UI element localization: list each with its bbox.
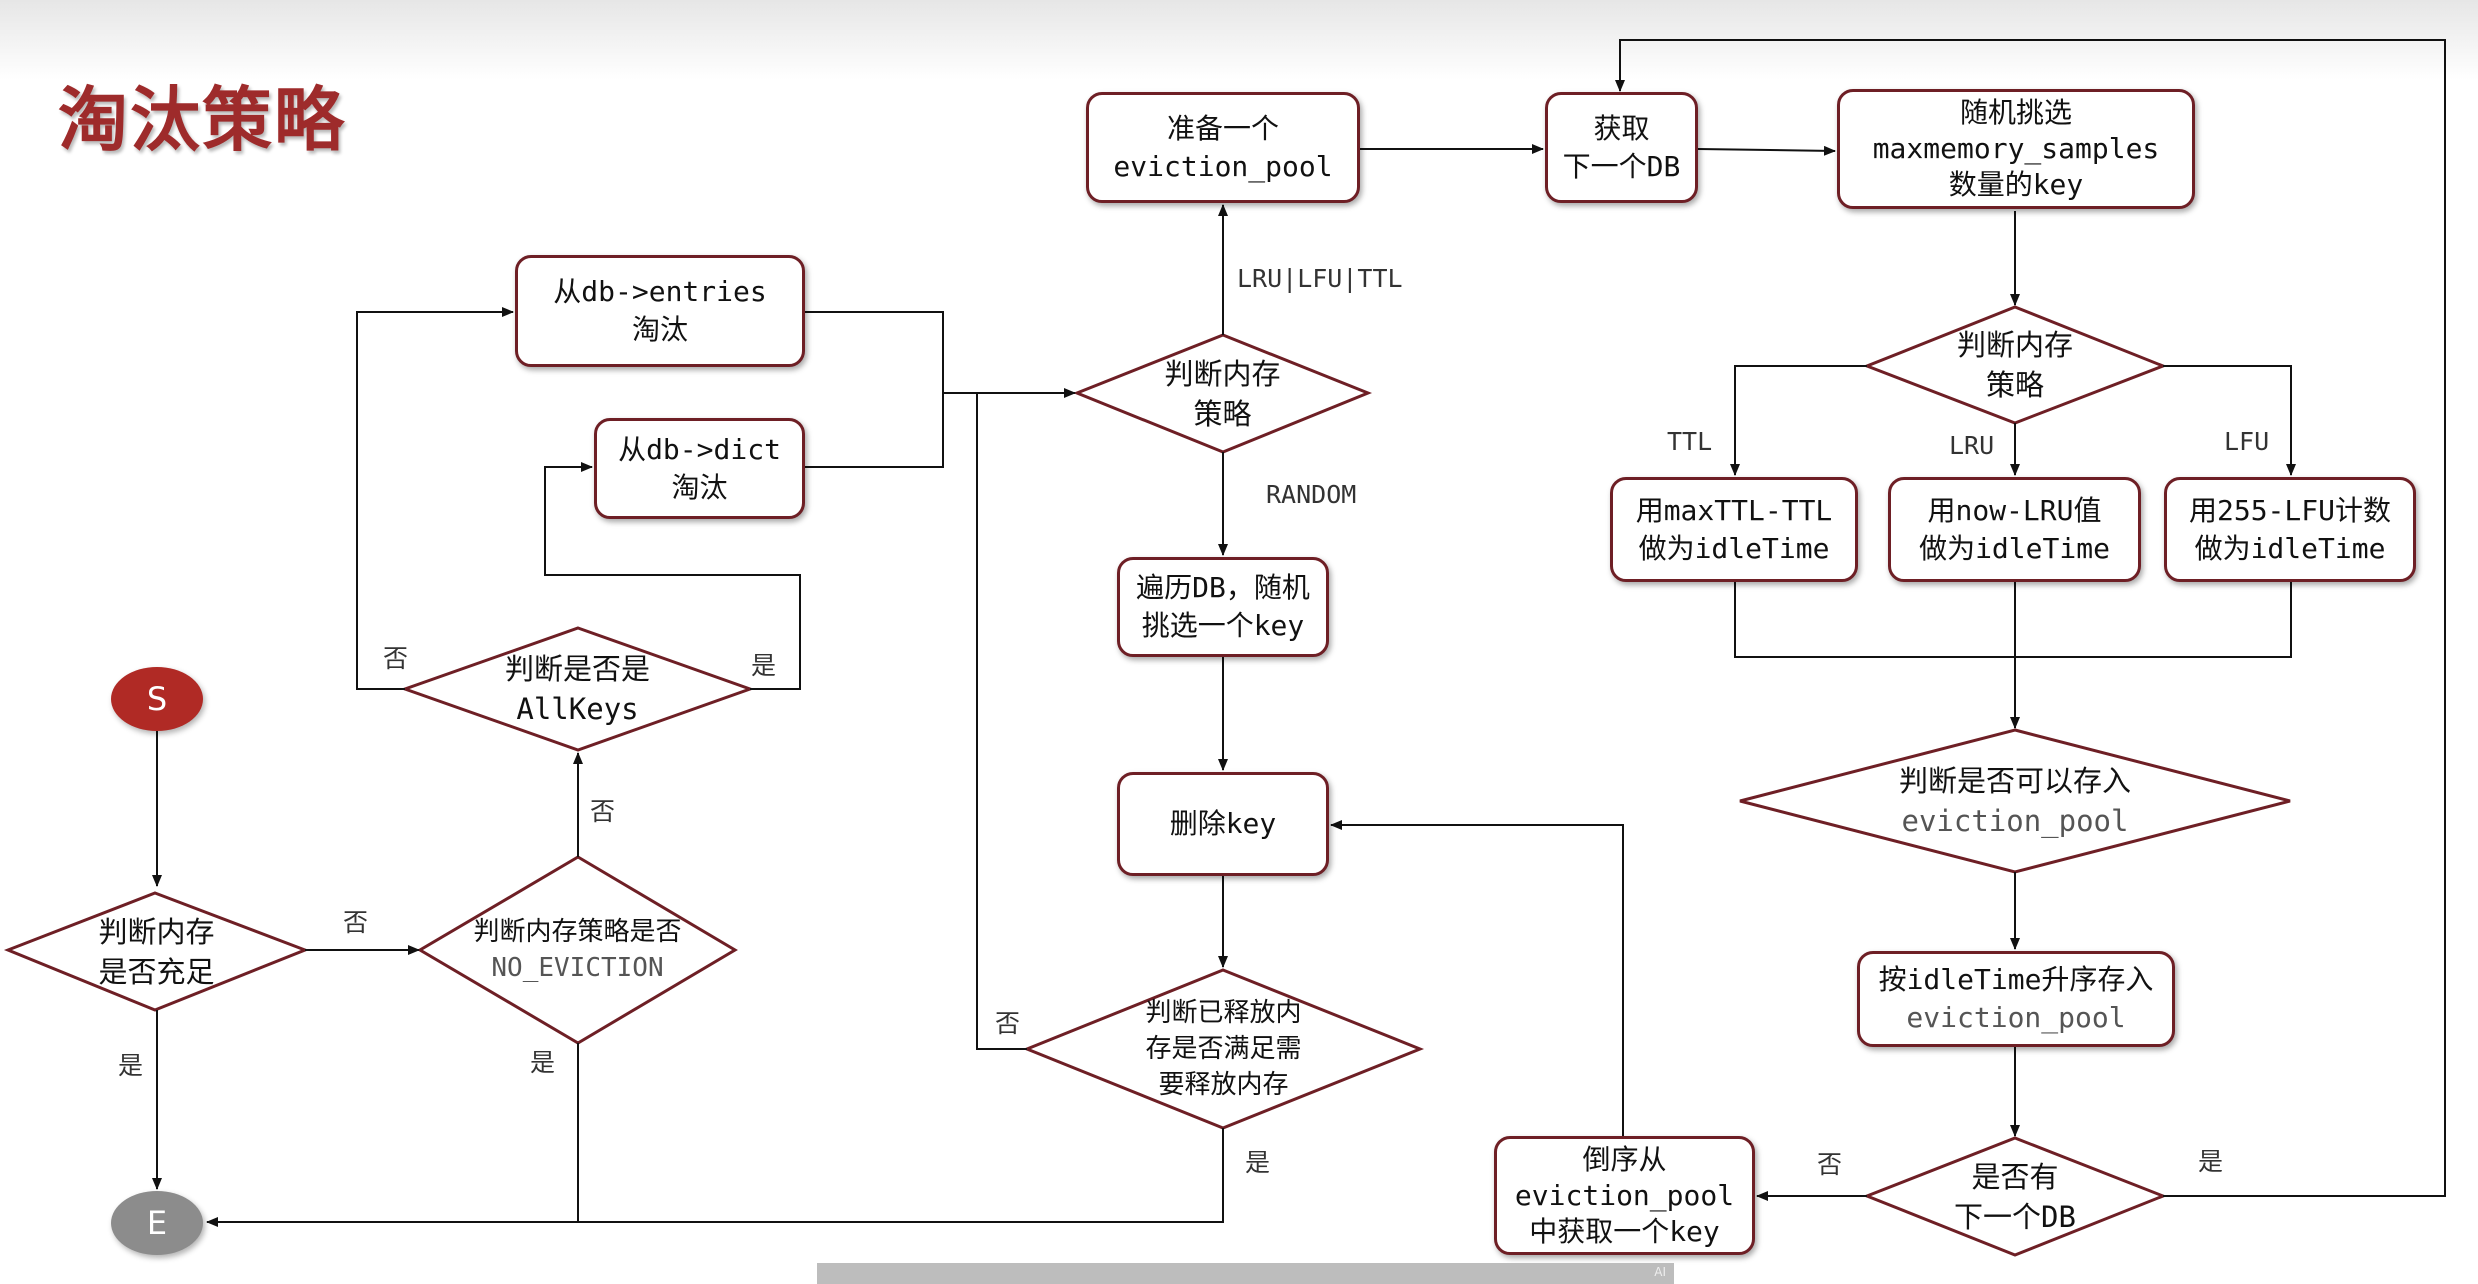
check-policy2-text: 判断内存策略 — [1956, 328, 2073, 402]
end-node: E — [111, 1191, 203, 1255]
traverse-db-box: 遍历DB，随机挑选一个key — [1117, 557, 1329, 657]
label-allkeys-yes: 是 — [751, 651, 777, 680]
label-random: RANDOM — [1266, 480, 1357, 509]
diamond-has-next-db — [1862, 1136, 2168, 1257]
next-db-box: 获取下一个DB — [1545, 92, 1698, 203]
check-released-text: 判断已释放内存是否满足需要释放内存 — [1145, 998, 1302, 1100]
label-released-yes: 是 — [1245, 1148, 1271, 1177]
label-allkeys-no: 否 — [383, 644, 409, 673]
diamond-check-allkeys — [400, 626, 755, 752]
bottom-scrollbar[interactable]: AI — [817, 1263, 1674, 1284]
label-has-next-yes: 是 — [2198, 1147, 2224, 1176]
label-ttl: TTL — [1667, 427, 1713, 456]
check-memory-text: 判断内存是否充足 — [98, 914, 215, 989]
label-has-next-no: 否 — [1817, 1150, 1843, 1179]
label-lfu: LFU — [2224, 427, 2270, 456]
diamond-check-memory — [3, 891, 310, 1012]
label-lru: LRU — [1949, 431, 1995, 460]
label-memory-no: 否 — [343, 908, 369, 937]
label-lru-lfu-ttl: LRU|LFU|TTL — [1237, 264, 1403, 293]
label-released-no: 否 — [995, 1009, 1021, 1038]
use-lfu-box: 用255-LFU计数做为idleTime — [2164, 477, 2416, 582]
label-no-eviction-yes: 是 — [530, 1048, 556, 1077]
delete-key-box: 删除key — [1117, 772, 1329, 876]
has-next-db-text: 是否有下一个DB — [1954, 1159, 2076, 1234]
footer-mark: AI — [1654, 1265, 1666, 1279]
page-title: 淘汰策略 — [58, 79, 346, 161]
start-node: S — [111, 667, 203, 731]
label-no-eviction-no: 否 — [590, 797, 616, 826]
use-lru-box: 用now-LRU值做为idleTime — [1888, 477, 2141, 582]
check-policy-text: 判断内存策略 — [1164, 356, 1281, 431]
label-memory-yes: 是 — [118, 1051, 144, 1080]
